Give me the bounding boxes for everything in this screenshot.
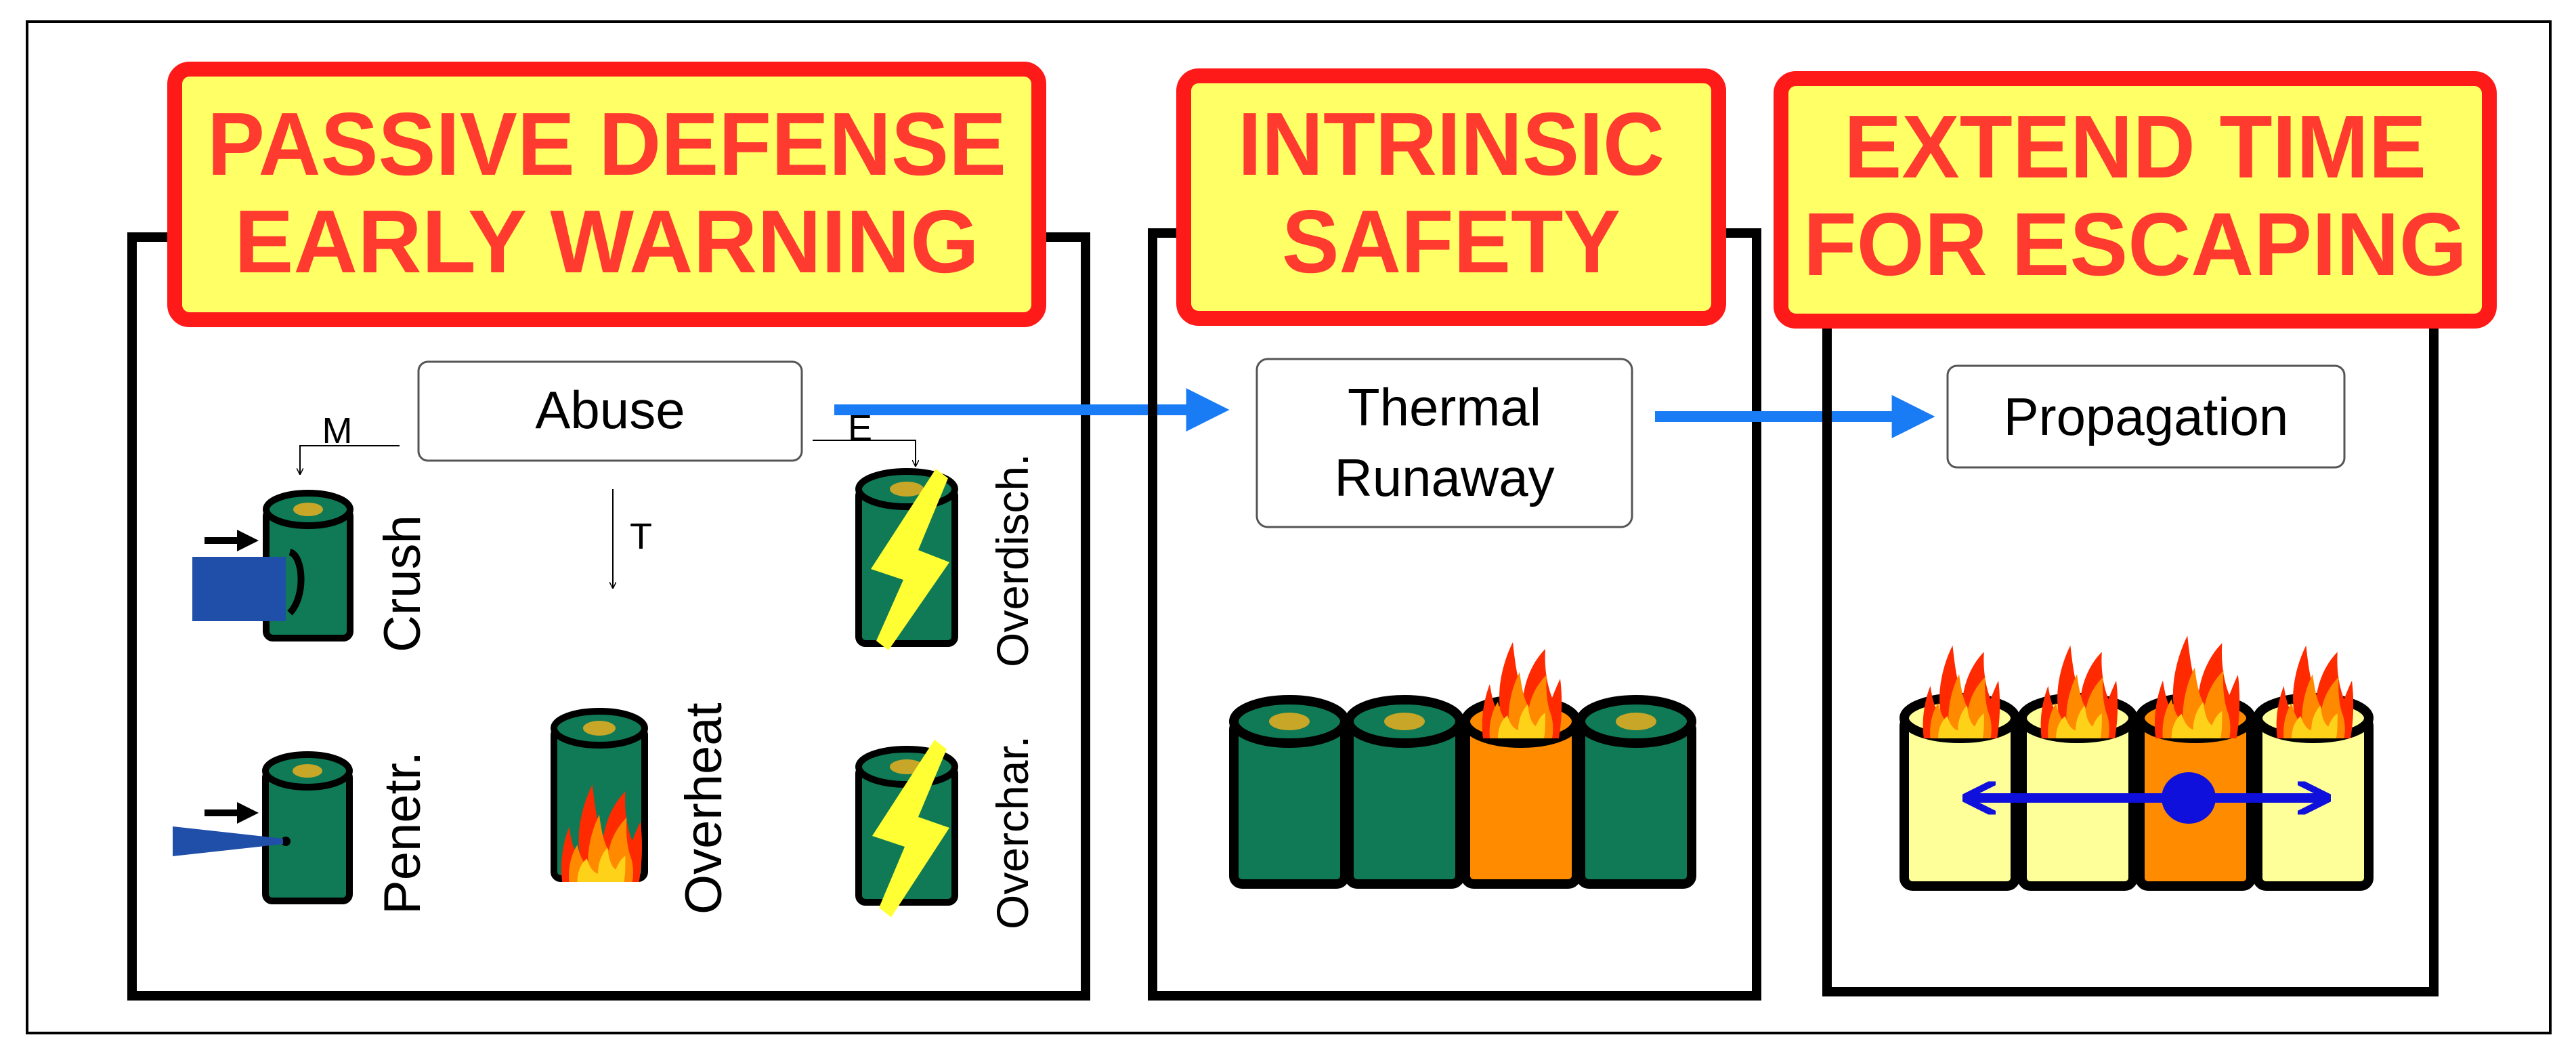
thermal-runaway-cell-4	[1576, 695, 1696, 889]
thermal-runaway-cell-3-burning	[1461, 642, 1581, 889]
propagation-cell-3	[2135, 635, 2256, 891]
abuse-label: Abuse	[535, 380, 685, 440]
banner-extend-time-line1: EXTEND TIME	[1844, 97, 2426, 196]
crush-cell-icon	[192, 490, 353, 641]
banner-passive-defense-line2: EARLY WARNING	[234, 192, 979, 291]
overdischarge-label: Overdisch.	[987, 454, 1037, 667]
crush-force-arrow	[205, 530, 259, 551]
overdischarge-cell-icon	[855, 468, 958, 650]
banner-extend-time-line2: FOR ESCAPING	[1803, 194, 2467, 294]
propagation-source-dot	[2162, 772, 2216, 824]
banner-passive-defense	[167, 62, 1046, 327]
outer-frame	[26, 20, 2552, 1034]
penetration-cell-icon	[173, 751, 353, 904]
propagation-box	[1946, 364, 2346, 469]
electrical-branch-arrow	[813, 440, 916, 466]
thermal-branch-label: T	[630, 516, 652, 557]
overcharge-cell-icon	[855, 740, 958, 917]
thermal-runaway-cell-2	[1344, 695, 1465, 889]
overheat-cell-icon	[551, 708, 648, 882]
propagation-cell-1	[1899, 645, 2020, 891]
overcharge-label: Overchar.	[987, 736, 1037, 929]
penetration-force-arrow	[205, 802, 259, 824]
propagation-cell-2	[2017, 645, 2138, 891]
abuse-box	[417, 360, 803, 462]
crush-label: Crush	[374, 515, 431, 652]
thermal-runaway-line2: Runaway	[1334, 448, 1554, 507]
banner-passive-defense-line1: PASSIVE DEFENSE	[207, 94, 1006, 194]
propagation-cell-4	[2253, 645, 2374, 891]
mechanical-branch-arrow	[300, 445, 400, 474]
banner-intrinsic-safety-line1: INTRINSIC	[1238, 94, 1665, 194]
banner-intrinsic-safety	[1176, 68, 1726, 326]
thermal-runaway-box	[1255, 358, 1633, 528]
banner-intrinsic-safety-line2: SAFETY	[1282, 192, 1620, 291]
overheat-label: Overheat	[675, 702, 733, 914]
mechanical-branch-label: M	[322, 411, 353, 451]
penetration-label: Penetr.	[374, 751, 431, 914]
thermal-runaway-line1: Thermal	[1348, 377, 1541, 437]
banner-extend-time	[1774, 71, 2497, 329]
thermal-runaway-cell-1	[1229, 695, 1350, 889]
propagation-label: Propagation	[2004, 387, 2289, 446]
